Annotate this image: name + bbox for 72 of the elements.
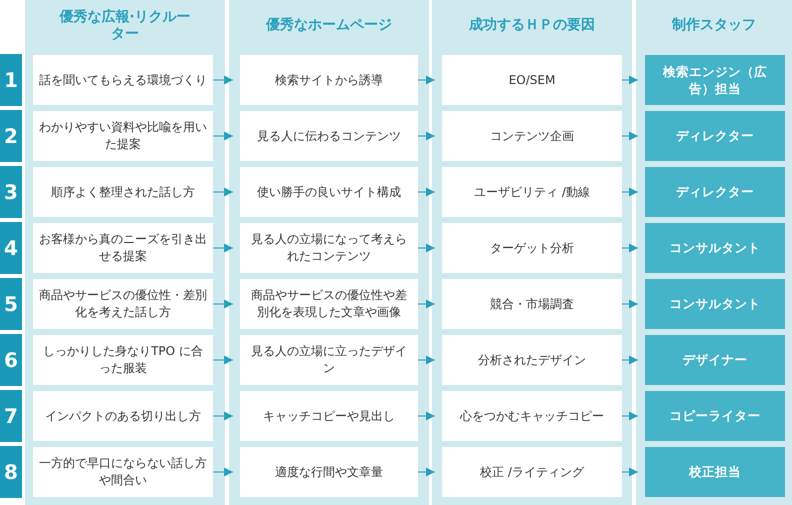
column-heading: 優秀な広報·リクルーター [58, 8, 192, 44]
arrow [622, 356, 638, 364]
arrow [418, 468, 436, 476]
item-box: 適度な行間や文章量 [240, 447, 418, 497]
arrow [622, 188, 638, 196]
arrow [622, 76, 638, 84]
column-panel [25, 0, 225, 505]
item-box: 競合・市場調査 [442, 279, 622, 329]
row-number-box: 8 [0, 446, 22, 498]
staff-box: 校正担当 [645, 447, 785, 497]
arrow [418, 188, 436, 196]
item-box: 使い勝手の良いサイト構成 [240, 167, 418, 217]
row-number-box: 3 [0, 166, 22, 218]
arrow [212, 132, 234, 140]
item-box: 商品やサービスの優位性・差別化を考えた話し方 [33, 279, 213, 329]
arrow [418, 300, 436, 308]
item-box: ユーザビリティ /動線 [442, 167, 622, 217]
staff-box: デザイナー [645, 335, 785, 385]
column-heading: 成功するＨＰの要因 [469, 17, 595, 35]
row-number-box: 6 [0, 334, 22, 386]
arrow [212, 412, 234, 420]
arrow [418, 244, 436, 252]
item-box: 話を聞いてもらえる環境づくり [33, 55, 213, 105]
column-heading: 優秀なホームページ [266, 17, 392, 35]
item-box: 校正 /ライティング [442, 447, 622, 497]
arrow [212, 244, 234, 252]
staff-box: コンサルタント [645, 223, 785, 273]
column-heading: 制作スタッフ [672, 17, 756, 35]
item-box: わかりやすい資料や比喩を用いた提案 [33, 111, 213, 161]
staff-box: コンサルタント [645, 279, 785, 329]
item-box: 検索サイトから誘導 [240, 55, 418, 105]
row-number-box: 7 [0, 390, 22, 442]
arrow [418, 412, 436, 420]
column-panel [636, 0, 792, 505]
staff-box: コピーライター [645, 391, 785, 441]
item-box: キャッチコピーや見出し [240, 391, 418, 441]
item-box: EO/SEM [442, 55, 622, 105]
item-box: ターゲット分析 [442, 223, 622, 273]
row-number-box: 4 [0, 222, 22, 274]
arrow [212, 356, 234, 364]
row-number-box: 2 [0, 110, 22, 162]
arrow [212, 76, 234, 84]
column-panel [432, 0, 632, 505]
staff-box: ディレクター [645, 167, 785, 217]
arrow [622, 300, 638, 308]
item-box: 心をつかむキャッチコピー [442, 391, 622, 441]
arrow [622, 132, 638, 140]
arrow [418, 132, 436, 140]
arrow [622, 244, 638, 252]
item-box: コンテンツ企画 [442, 111, 622, 161]
item-box: しっかりした身なりTPO に合った服装 [33, 335, 213, 385]
item-box: インパクトのある切り出し方 [33, 391, 213, 441]
staff-box: 検索エンジン（広告）担当 [645, 55, 785, 105]
item-box: 見る人の立場になって考えられたコンテンツ [240, 223, 418, 273]
item-box: お客様から真のニーズを引き出せる提案 [33, 223, 213, 273]
arrow [622, 412, 638, 420]
column-panel [229, 0, 429, 505]
arrow [622, 468, 638, 476]
staff-box: ディレクター [645, 111, 785, 161]
arrow [212, 188, 234, 196]
row-number-box: 1 [0, 54, 22, 106]
item-box: 一方的で早口にならない話し方や間合い [33, 447, 213, 497]
arrow [418, 76, 436, 84]
item-box: 商品やサービスの優位性や差別化を表現した文章や画像 [240, 279, 418, 329]
arrow [418, 356, 436, 364]
item-box: 見る人に伝わるコンテンツ [240, 111, 418, 161]
item-box: 分析されたデザイン [442, 335, 622, 385]
item-box: 順序よく整理された話し方 [33, 167, 213, 217]
arrow [212, 468, 234, 476]
item-box: 見る人の立場に立ったデザイン [240, 335, 418, 385]
row-number-box: 5 [0, 278, 22, 330]
arrow [212, 300, 234, 308]
